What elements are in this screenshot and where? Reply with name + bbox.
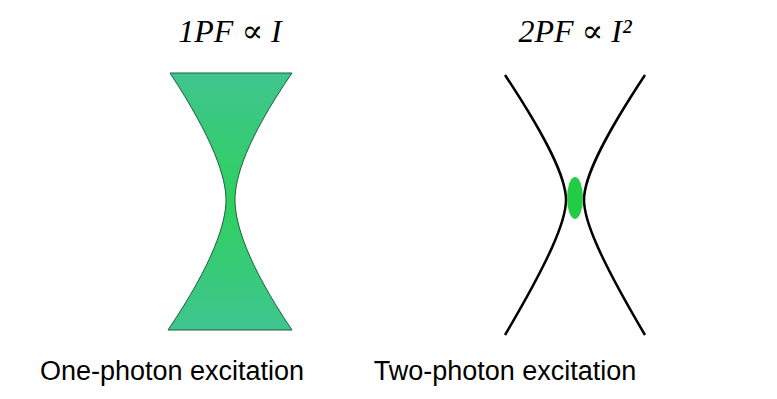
caption-label: One-photon excitation: [40, 356, 304, 387]
one-photon-cone: [168, 73, 292, 330]
two-photon-focal-spot: [567, 177, 583, 219]
caption-label: Two-photon excitation: [374, 356, 637, 387]
formula-label: 1PF ∝ I: [178, 12, 281, 50]
formula-label: 2PF ∝ I²: [519, 12, 632, 50]
two-photon-beam-right: [584, 75, 645, 335]
two-photon-beam-left: [505, 75, 566, 335]
